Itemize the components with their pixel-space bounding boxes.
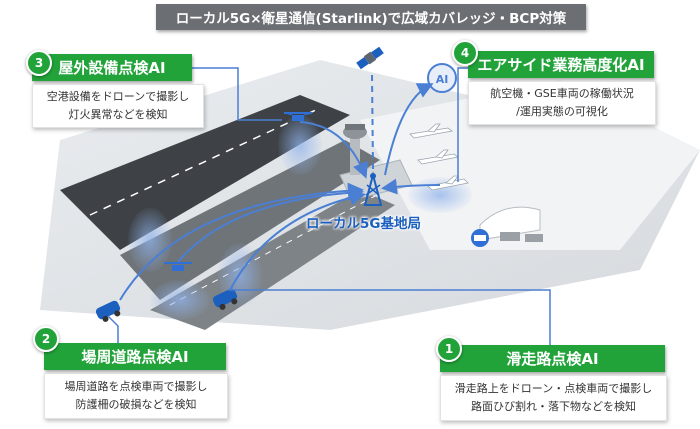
step-number-badge: 1	[436, 336, 462, 362]
card-title: 滑走路点検AI	[440, 345, 665, 372]
truck-icon	[471, 229, 489, 247]
step-number-badge: 4	[452, 40, 478, 66]
step-number-badge: 2	[33, 326, 59, 352]
antenna-icon	[363, 171, 383, 206]
card-description: 航空機・GSE車両の稼働状況 /運用実態の可視化	[468, 81, 656, 125]
drone-icon	[284, 112, 312, 121]
card-title: 場周道路点検AI	[44, 343, 226, 370]
truck-icon	[500, 232, 543, 242]
card-description-line: 防護柵の破損などを検知	[75, 398, 197, 411]
page-title: ローカル5G×衛星通信(Starlink)で広域カバレッジ・BCP対策	[156, 4, 586, 30]
card-description-line: 滑走路上をドローン・点検車両で撮影し	[454, 382, 653, 395]
card-title: エアサイド業務高度化AI	[468, 51, 654, 78]
card-title: 屋外設備点検AI	[32, 54, 192, 81]
hangar-icon	[479, 206, 541, 241]
local-5g-station-label: ローカル5G基地局	[306, 216, 421, 232]
step-number-badge: 3	[26, 50, 52, 76]
inspection-car-icon	[212, 288, 238, 310]
airplane-icon	[409, 123, 453, 139]
taxiway	[120, 140, 380, 300]
card-description-line: 灯火異常などを検知	[68, 108, 168, 121]
card-description: 場周道路を点検車両で撮影し 防護柵の破損などを検知	[44, 373, 228, 419]
drone-icon	[164, 262, 192, 271]
perimeter-road	[150, 190, 395, 330]
card-description-line: 航空機・GSE車両の稼働状況	[490, 87, 634, 100]
svg-text:AI: AI	[436, 73, 449, 86]
card-description-line: 空港設備をドローンで撮影し	[46, 90, 190, 103]
card-description-line: 路面ひび割れ・落下物などを検知	[471, 400, 636, 413]
ai-camera-icon: AI	[427, 63, 457, 93]
card-description-line: /運用実態の可視化	[516, 105, 608, 118]
card-description-line: 場周道路を点検車両で撮影し	[64, 380, 208, 393]
card-description: 空港設備をドローンで撮影し 灯火異常などを検知	[32, 84, 204, 128]
inspection-car-icon	[95, 300, 121, 322]
satellite-icon	[356, 46, 384, 70]
card-description: 滑走路上をドローン・点検車両で撮影し 路面ひび割れ・落下物などを検知	[440, 375, 667, 421]
runway	[60, 95, 350, 250]
